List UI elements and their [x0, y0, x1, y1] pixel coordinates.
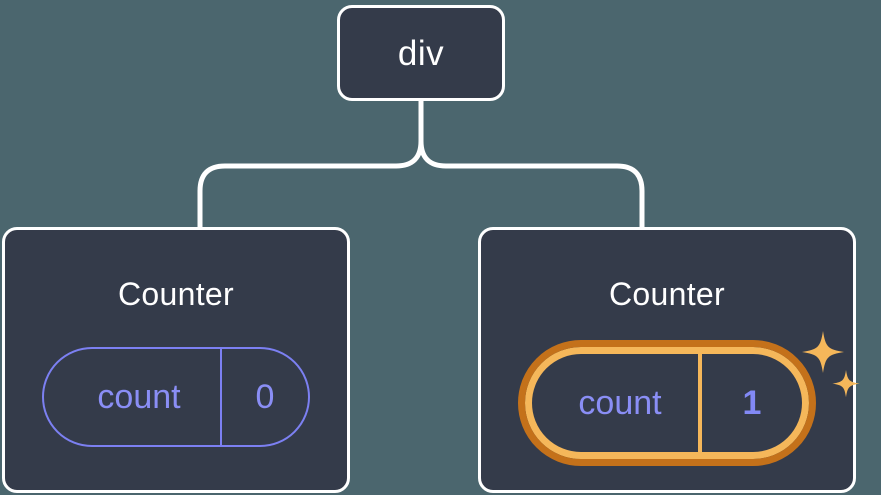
- node-div-label: div: [397, 33, 445, 73]
- state-pill-left-wrap: count 0: [42, 347, 310, 447]
- sparkle-large-icon: [802, 331, 844, 373]
- state-pill-right-value: 1: [742, 384, 762, 422]
- connector-right-branch: [418, 98, 645, 232]
- state-pill-left-value: 0: [255, 378, 275, 416]
- sparkle-small-icon: [832, 370, 860, 398]
- state-pill-right-wrap: count 1: [518, 331, 860, 466]
- node-counter-left[interactable]: Counter count 0: [2, 227, 350, 493]
- state-pill-right[interactable]: count 1: [518, 340, 816, 466]
- node-counter-right-title: Counter: [609, 276, 725, 312]
- node-counter-left-title: Counter: [118, 276, 234, 312]
- connector-left-branch: [197, 98, 424, 232]
- state-pill-right-key: count: [532, 354, 702, 452]
- node-counter-right[interactable]: Counter count 1: [478, 227, 860, 493]
- node-div[interactable]: div: [337, 5, 505, 101]
- state-pill-left-key: count: [44, 349, 222, 445]
- state-pill-left[interactable]: count 0: [42, 347, 310, 447]
